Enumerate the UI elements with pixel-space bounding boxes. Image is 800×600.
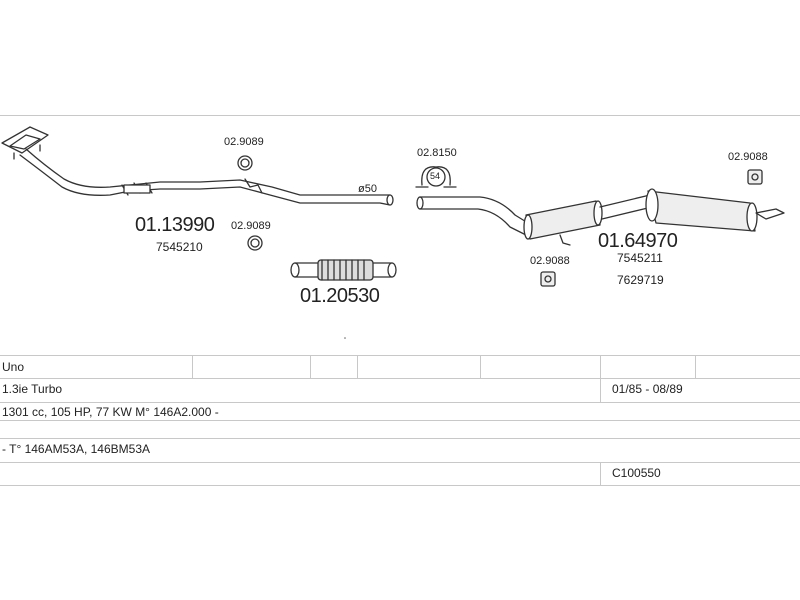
table-col-divider (695, 355, 696, 378)
table-bottom-border (0, 485, 800, 486)
oe-number-front-pipe: 7545210 (156, 240, 203, 254)
table-divider (0, 355, 800, 356)
type-codes: - T° 146AM53A, 146BM53A (2, 442, 150, 456)
table-col-divider (480, 355, 481, 378)
exhaust-parts-drawing (1, 126, 785, 339)
table-divider (0, 402, 800, 403)
table-top-border (0, 115, 800, 116)
part-code-gasket-top: 02.9089 (224, 136, 264, 148)
flex-pipe (290, 259, 397, 281)
table-divider (0, 438, 800, 439)
table-col-divider (600, 355, 601, 402)
part-code-gasket-bottom: 02.9089 (231, 220, 271, 232)
part-code-rear-muffler: 01.64970 (598, 230, 678, 252)
part-code-clamp: 02.8150 (417, 147, 457, 159)
production-dates: 01/85 - 08/89 (612, 382, 683, 396)
exhaust-diagram: 02.9089 01.13990 7545210 02.9089 01.2053… (0, 115, 800, 355)
gasket-top (237, 155, 253, 171)
table-divider (0, 462, 800, 463)
table-col-divider (310, 355, 311, 378)
rear-muffler-assembly (416, 188, 785, 246)
model-name: Uno (2, 360, 25, 374)
pipe-diameter-label: ø50 (358, 183, 377, 195)
rubber-mount-mid (540, 271, 556, 287)
front-pipe (1, 126, 394, 206)
oe-number-rear-muffler-2: 7629719 (617, 273, 664, 287)
part-code-rubber-right: 02.9088 (728, 151, 768, 163)
engine-name: 1.3ie Turbo (2, 382, 63, 396)
table-divider (0, 378, 800, 379)
engine-specs: 1301 cc, 105 HP, 77 KW M° 146A2.000 - (2, 405, 219, 419)
table-col-divider (600, 462, 601, 485)
oe-number-rear-muffler-1: 7545211 (617, 251, 663, 265)
part-code-flex-pipe: 01.20530 (300, 285, 380, 307)
clamp-54 (415, 166, 457, 188)
part-code-rubber-mid: 02.9088 (530, 255, 570, 267)
clamp-size-badge: 54 (430, 171, 441, 181)
table-divider (0, 420, 800, 421)
rubber-mount-right (747, 169, 763, 185)
table-col-divider (192, 355, 193, 378)
gasket-bottom (247, 235, 263, 251)
catalog-code: C100550 (612, 466, 661, 480)
table-col-divider (357, 355, 358, 378)
part-code-front-pipe: 01.13990 (135, 214, 215, 236)
